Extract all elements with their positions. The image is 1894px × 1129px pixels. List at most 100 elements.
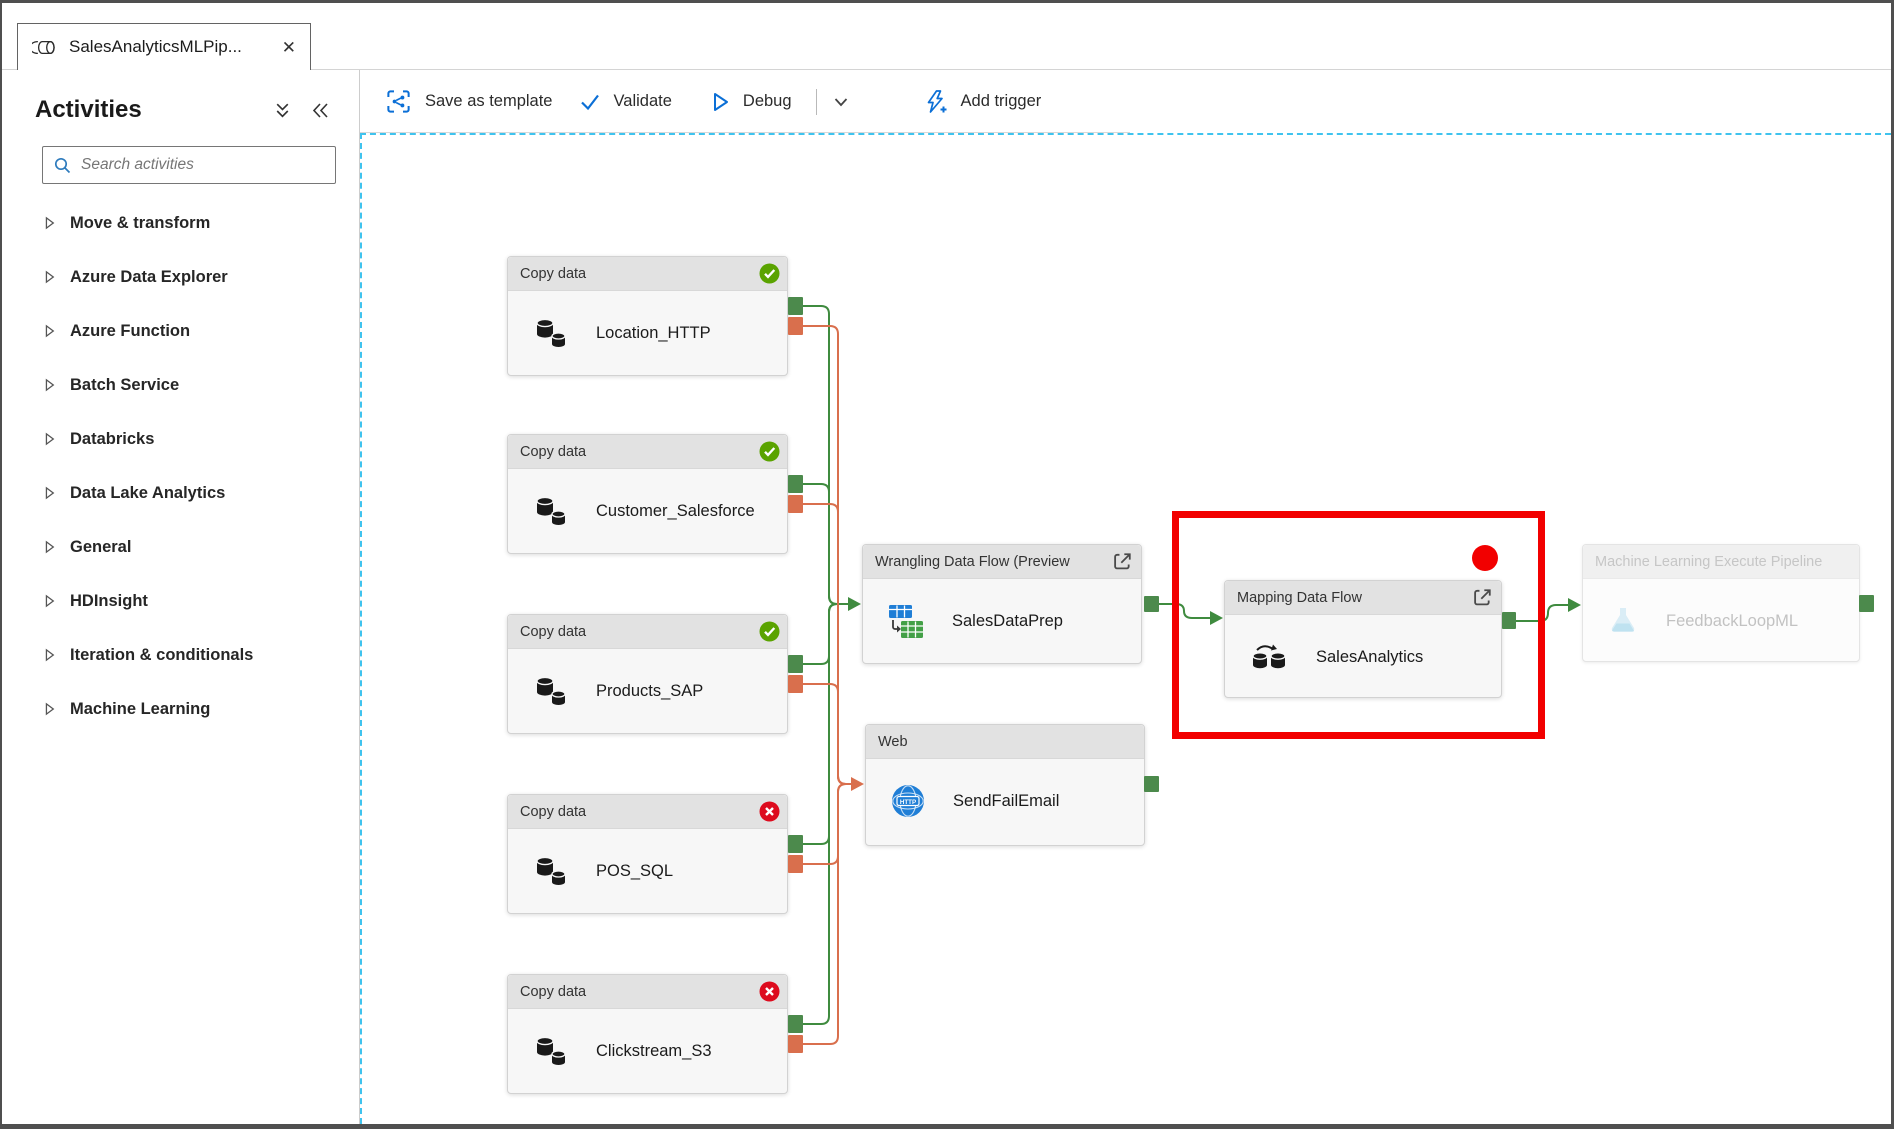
validate-check-icon bbox=[580, 94, 599, 110]
search-box bbox=[42, 146, 336, 184]
activity-node-customer-salesforce[interactable]: Copy data Customer_Salesforce bbox=[507, 434, 788, 554]
node-body: Clickstream_S3 bbox=[508, 1009, 787, 1093]
sidebar-item-general[interactable]: General bbox=[2, 520, 359, 574]
node-name-label: POS_SQL bbox=[596, 861, 674, 880]
add-trigger-button[interactable]: Add trigger bbox=[923, 89, 1042, 115]
wrangling-data-flow-icon bbox=[889, 604, 923, 638]
activity-node-pos-sql[interactable]: Copy data POS_SQL bbox=[507, 794, 788, 914]
sidebar-item-label: General bbox=[70, 537, 132, 556]
copy-data-icon bbox=[536, 856, 566, 885]
tab-pipeline[interactable]: SalesAnalyticsMLPip... ✕ bbox=[17, 23, 311, 70]
node-body: HTTP SendFailEmail bbox=[866, 759, 1144, 843]
add-trigger-lightning-icon bbox=[927, 89, 947, 113]
node-type-label: Web bbox=[878, 733, 908, 750]
debug-label: Debug bbox=[742, 92, 792, 110]
activity-node-clickstream-s3[interactable]: Copy data Clickstream_S3 bbox=[507, 974, 788, 1094]
chevron-right-icon bbox=[45, 648, 55, 662]
toolbar-separator bbox=[815, 88, 817, 115]
sidebar-item-machine-learning[interactable]: Machine Learning bbox=[2, 682, 359, 736]
chevron-right-icon bbox=[45, 324, 55, 338]
node-header: Mapping Data Flow bbox=[1225, 581, 1501, 615]
activity-node-feedbackloopml[interactable]: Machine Learning Execute Pipeline Feedba… bbox=[1582, 544, 1860, 662]
node-header: Copy data bbox=[508, 615, 787, 649]
node-header: Web bbox=[866, 725, 1144, 759]
debug-options-chevron[interactable] bbox=[831, 92, 851, 112]
node-type-label: Mapping Data Flow bbox=[1237, 589, 1362, 606]
validate-button[interactable]: Validate bbox=[579, 92, 672, 112]
pipeline-toolbar: Save as template Validate Debug bbox=[360, 70, 1891, 133]
add-trigger-label: Add trigger bbox=[960, 92, 1042, 110]
sidebar-item-label: HDInsight bbox=[70, 591, 148, 610]
node-type-label: Copy data bbox=[520, 983, 587, 1000]
close-icon[interactable]: ✕ bbox=[281, 37, 296, 57]
sidebar-item-label: Batch Service bbox=[70, 375, 180, 394]
search-input[interactable] bbox=[81, 156, 325, 174]
debug-button[interactable]: Debug bbox=[710, 91, 792, 113]
sidebar-item-data-lake-analytics[interactable]: Data Lake Analytics bbox=[2, 466, 359, 520]
node-body: Products_SAP bbox=[508, 649, 787, 733]
mapping-data-flow-icon bbox=[1252, 644, 1286, 669]
search-icon bbox=[54, 157, 71, 173]
status-success-icon bbox=[759, 621, 780, 642]
node-body: Location_HTTP bbox=[508, 291, 787, 375]
sidebar-item-label: Azure Function bbox=[70, 321, 191, 340]
sidebar-item-label: Move & transform bbox=[70, 213, 211, 232]
sidebar-item-hdinsight[interactable]: HDInsight bbox=[2, 574, 359, 628]
validate-label: Validate bbox=[613, 92, 672, 110]
node-header: Wrangling Data Flow (Preview bbox=[863, 545, 1141, 579]
activity-node-salesanalytics[interactable]: Mapping Data Flow bbox=[1224, 580, 1502, 698]
machine-learning-flask-icon bbox=[1611, 608, 1635, 632]
status-success-icon bbox=[759, 263, 780, 284]
node-type-label: Wrangling Data Flow (Preview bbox=[875, 553, 1070, 570]
tab-strip: SalesAnalyticsMLPip... ✕ bbox=[2, 3, 1891, 70]
sidebar-item-batch-service[interactable]: Batch Service bbox=[2, 358, 359, 412]
node-header: Copy data bbox=[508, 975, 787, 1009]
node-header: Machine Learning Execute Pipeline bbox=[1583, 545, 1859, 579]
save-as-template-icon bbox=[387, 90, 410, 113]
status-failed-icon bbox=[759, 801, 780, 822]
node-body: Customer_Salesforce bbox=[508, 469, 787, 553]
chevron-right-icon bbox=[45, 594, 55, 608]
activity-node-salesdataprep[interactable]: Wrangling Data Flow (Preview bbox=[862, 544, 1142, 664]
chevron-right-icon bbox=[45, 216, 55, 230]
node-body: SalesDataPrep bbox=[863, 579, 1141, 663]
sidebar-item-iteration-conditionals[interactable]: Iteration & conditionals bbox=[2, 628, 359, 682]
node-body: SalesAnalytics bbox=[1225, 615, 1501, 699]
node-type-label: Copy data bbox=[520, 443, 587, 460]
activity-node-sendfailemail[interactable]: Web HTTP SendFailEmail bbox=[865, 724, 1145, 846]
activities-title: Activities bbox=[35, 96, 142, 123]
copy-data-icon bbox=[536, 496, 566, 525]
status-success-icon bbox=[759, 441, 780, 462]
save-as-template-button[interactable]: Save as template bbox=[385, 88, 553, 115]
activity-node-location-http[interactable]: Copy data Location_HTTP bbox=[507, 256, 788, 376]
chevron-down-icon bbox=[834, 97, 847, 106]
copy-data-icon bbox=[536, 1036, 566, 1065]
chevron-right-icon bbox=[45, 702, 55, 716]
sidebar-item-move-transform[interactable]: Move & transform bbox=[2, 196, 359, 250]
node-name-label: SendFailEmail bbox=[953, 791, 1060, 810]
sidebar-item-label: Databricks bbox=[70, 429, 155, 448]
node-name-label: Customer_Salesforce bbox=[596, 501, 755, 520]
tab-title: SalesAnalyticsMLPip... bbox=[69, 37, 242, 56]
chevron-right-icon bbox=[45, 486, 55, 500]
sidebar-item-databricks[interactable]: Databricks bbox=[2, 412, 359, 466]
collapse-panel-icon[interactable] bbox=[310, 101, 329, 120]
sidebar-item-azure-function[interactable]: Azure Function bbox=[2, 304, 359, 358]
sidebar-item-label: Machine Learning bbox=[70, 699, 211, 718]
open-in-new-icon[interactable] bbox=[1111, 550, 1134, 573]
copy-data-icon bbox=[536, 676, 566, 705]
node-type-label: Copy data bbox=[520, 623, 587, 640]
open-in-new-icon[interactable] bbox=[1471, 586, 1494, 609]
node-type-label: Copy data bbox=[520, 803, 587, 820]
collapse-all-icon[interactable] bbox=[273, 101, 292, 120]
chevron-right-icon bbox=[45, 378, 55, 392]
pipeline-icon bbox=[32, 40, 55, 54]
pipeline-canvas[interactable]: Copy data Location_HTTP bbox=[360, 133, 1891, 1124]
copy-data-icon bbox=[536, 318, 566, 347]
save-as-template-label: Save as template bbox=[425, 92, 553, 110]
activity-node-products-sap[interactable]: Copy data Products_SAP bbox=[507, 614, 788, 734]
node-header: Copy data bbox=[508, 435, 787, 469]
sidebar-item-azure-data-explorer[interactable]: Azure Data Explorer bbox=[2, 250, 359, 304]
activities-sidebar: Activities Move & transform bbox=[2, 70, 360, 1124]
